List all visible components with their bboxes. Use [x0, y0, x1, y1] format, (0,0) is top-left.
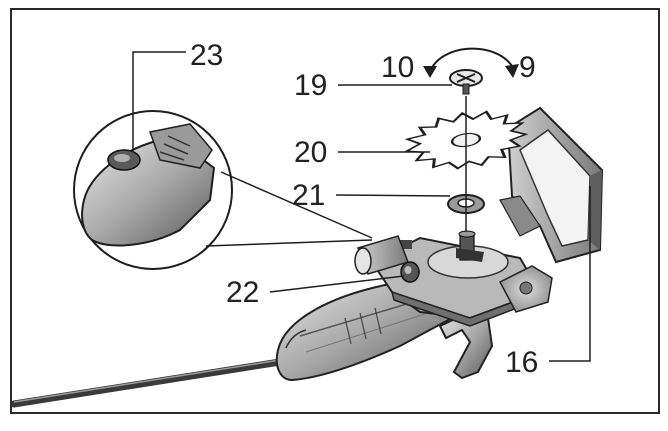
leader-23 — [132, 51, 186, 152]
rotation-arrow — [423, 47, 519, 78]
leader-lines — [132, 51, 591, 362]
leader-22 — [269, 275, 405, 293]
spindle — [456, 230, 484, 262]
leader-16 — [549, 186, 591, 362]
callout-10: 10 — [381, 51, 414, 84]
base-plate — [370, 236, 542, 327]
guide-roller — [354, 235, 409, 275]
detail-magnifier — [73, 110, 373, 270]
guard-hinge — [499, 195, 541, 237]
callout-22: 22 — [226, 276, 259, 309]
power-cord — [10, 358, 284, 408]
callout-21: 21 — [292, 179, 325, 212]
callout-20: 20 — [294, 136, 327, 169]
power-cord-highlight — [13, 359, 281, 403]
locking-knob — [400, 261, 420, 283]
callout-19: 19 — [294, 69, 327, 102]
diagram-frame — [10, 8, 660, 414]
callout-9: 9 — [519, 51, 536, 84]
clamping-bolt — [449, 69, 483, 95]
callout-16: 16 — [505, 346, 538, 379]
blade-guard-cover — [506, 106, 604, 264]
callout-23: 23 — [190, 39, 223, 72]
rear-guard-knob — [498, 265, 553, 313]
leader-21 — [335, 194, 451, 197]
